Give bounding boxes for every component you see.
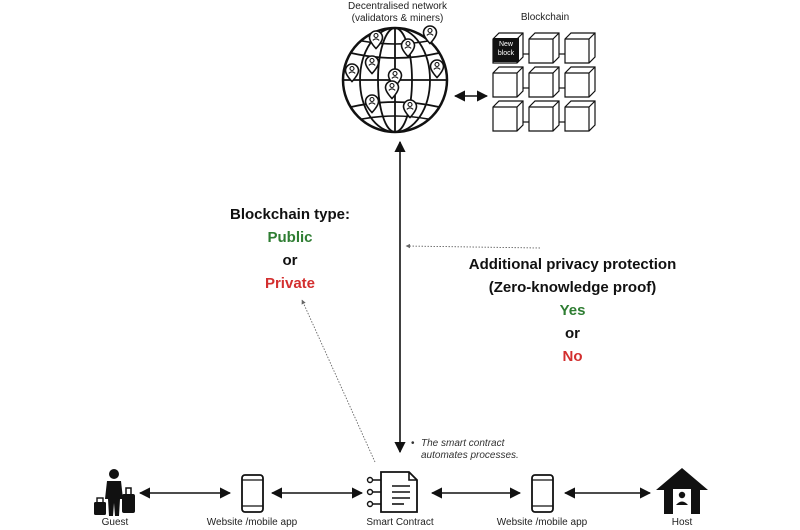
network-title-line2: (validators & miners) (351, 13, 444, 24)
host-label: Host (671, 517, 693, 528)
new-block-label: New block (493, 40, 519, 58)
blockchain-grid (492, 32, 596, 132)
smart-contract-label: Smart Contract (366, 517, 434, 528)
type-connector: or (282, 252, 298, 269)
note-line2: automates processes. (421, 450, 519, 461)
traveler-icon (94, 469, 135, 516)
house-icon (656, 468, 708, 514)
website-left-label: Website /mobile app (206, 517, 298, 528)
smartphone-icon (531, 474, 554, 513)
blockchain-cube-icon (528, 100, 560, 132)
blockchain-cube-icon (528, 66, 560, 98)
new-block-line2: block (497, 50, 515, 57)
new-block (493, 38, 519, 62)
option-no: No (562, 348, 583, 365)
guest-label: Guest (101, 517, 129, 528)
privacy-block: Additional privacy protection (Zero-know… (455, 253, 690, 368)
smart-contract-note: • The smart contract automates processes… (411, 438, 519, 462)
privacy-connector: or (565, 325, 580, 342)
note-bullet: • (411, 438, 415, 449)
website-right-label: Website /mobile app (496, 517, 588, 528)
blockchain-cube-icon (564, 32, 596, 64)
type-pointer-arrow (301, 299, 376, 463)
privacy-pointer-arrow (405, 243, 541, 249)
option-private: Private (264, 275, 316, 292)
note-line1: The smart contract (421, 438, 505, 449)
blockchain-type-heading: Blockchain type: (229, 206, 351, 223)
blockchain-cube-icon (492, 100, 524, 132)
privacy-heading-line2: (Zero-knowledge proof) (488, 279, 657, 296)
new-block-line1: New (498, 41, 513, 48)
network-title: Decentralised network (validators & mine… (335, 1, 460, 25)
blockchain-cube-icon (564, 66, 596, 98)
network-title-line1: Decentralised network (348, 1, 447, 12)
blockchain-cube-icon (564, 100, 596, 132)
smart-contract-icon (366, 471, 418, 513)
globe-network-icon (341, 25, 449, 134)
privacy-heading-line1: Additional privacy protection (468, 256, 677, 273)
blockchain-type-block: Blockchain type: Public or Private (215, 203, 365, 295)
blockchain-title: Blockchain (520, 12, 570, 23)
option-public: Public (267, 229, 313, 246)
option-yes: Yes (559, 302, 586, 319)
smartphone-icon (241, 474, 264, 513)
blockchain-cube-icon (528, 32, 560, 64)
blockchain-cube-icon (492, 66, 524, 98)
